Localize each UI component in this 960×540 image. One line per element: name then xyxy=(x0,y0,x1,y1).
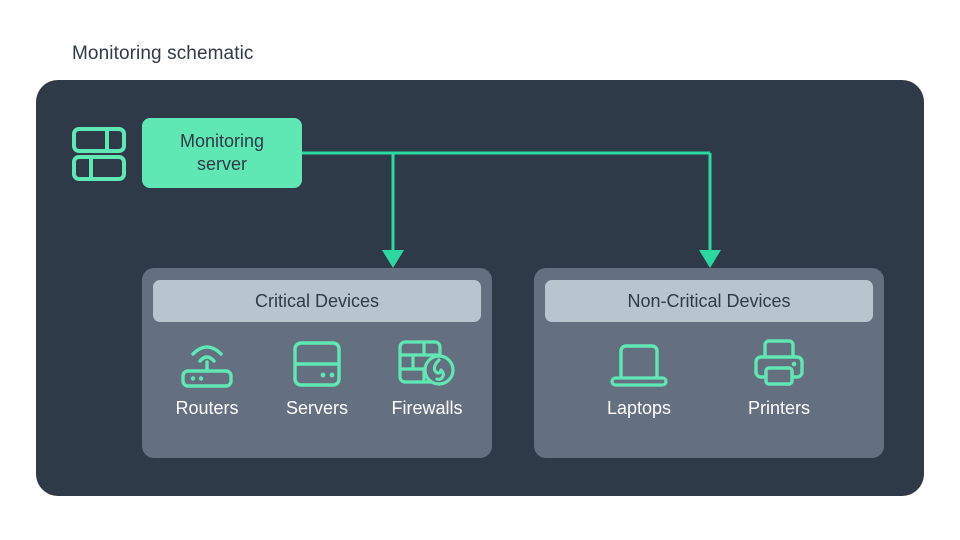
monitoring-server-label: Monitoring server xyxy=(172,130,272,176)
device-item-servers[interactable]: Servers xyxy=(262,336,372,419)
monitoring-server-label-line1: Monitoring xyxy=(179,131,265,151)
device-item-routers[interactable]: Routers xyxy=(152,336,262,419)
device-label-servers: Servers xyxy=(285,398,348,418)
device-item-firewalls[interactable]: Firewalls xyxy=(372,336,482,419)
server-rack-icon xyxy=(72,126,126,182)
device-row-critical: Routers Servers xyxy=(142,336,492,419)
server-icon xyxy=(292,336,342,388)
page-title: Monitoring schematic xyxy=(72,43,254,64)
device-item-laptops[interactable]: Laptops xyxy=(569,336,709,419)
device-label-laptops: Laptops xyxy=(606,398,672,418)
group-panel-non-critical[interactable]: Non-Critical Devices Laptops xyxy=(534,268,884,458)
printer-icon xyxy=(753,336,805,388)
device-label-printers: Printers xyxy=(747,398,810,418)
group-header-critical-label: Critical Devices xyxy=(254,290,380,311)
group-header-critical: Critical Devices xyxy=(153,280,481,322)
device-item-printers[interactable]: Printers xyxy=(709,336,849,419)
router-icon xyxy=(179,336,235,388)
monitoring-server-label-line2: server xyxy=(196,154,247,174)
device-label-routers: Routers xyxy=(175,398,239,418)
device-label-firewalls: Firewalls xyxy=(391,398,463,418)
firewall-icon xyxy=(397,336,457,388)
group-header-non-critical-label: Non-Critical Devices xyxy=(627,290,791,311)
group-header-non-critical: Non-Critical Devices xyxy=(545,280,873,322)
group-panel-critical[interactable]: Critical Devices Routers xyxy=(142,268,492,458)
device-row-non-critical: Laptops Printers xyxy=(534,336,884,419)
laptop-icon xyxy=(610,336,668,388)
monitoring-server-node[interactable]: Monitoring server xyxy=(142,118,302,188)
